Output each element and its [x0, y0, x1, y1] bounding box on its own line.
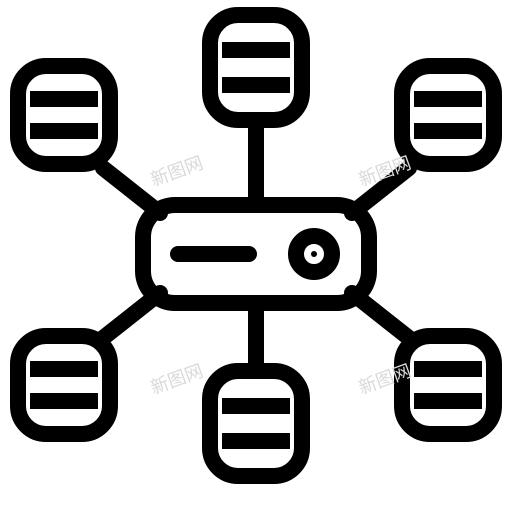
database-node-top-left — [10, 58, 118, 172]
database-node-bottom — [202, 363, 310, 484]
hub-indicator-dot — [311, 251, 317, 257]
watermark: 新图网 — [148, 361, 206, 399]
database-node-top — [202, 7, 310, 128]
database-node-bottom-left — [10, 328, 118, 442]
hub-indicator-ring — [288, 228, 340, 280]
database-node-top-right — [394, 58, 502, 172]
watermark: 新图网 — [148, 153, 206, 191]
central-hub — [135, 197, 377, 311]
database-node-bottom-right — [394, 328, 502, 442]
